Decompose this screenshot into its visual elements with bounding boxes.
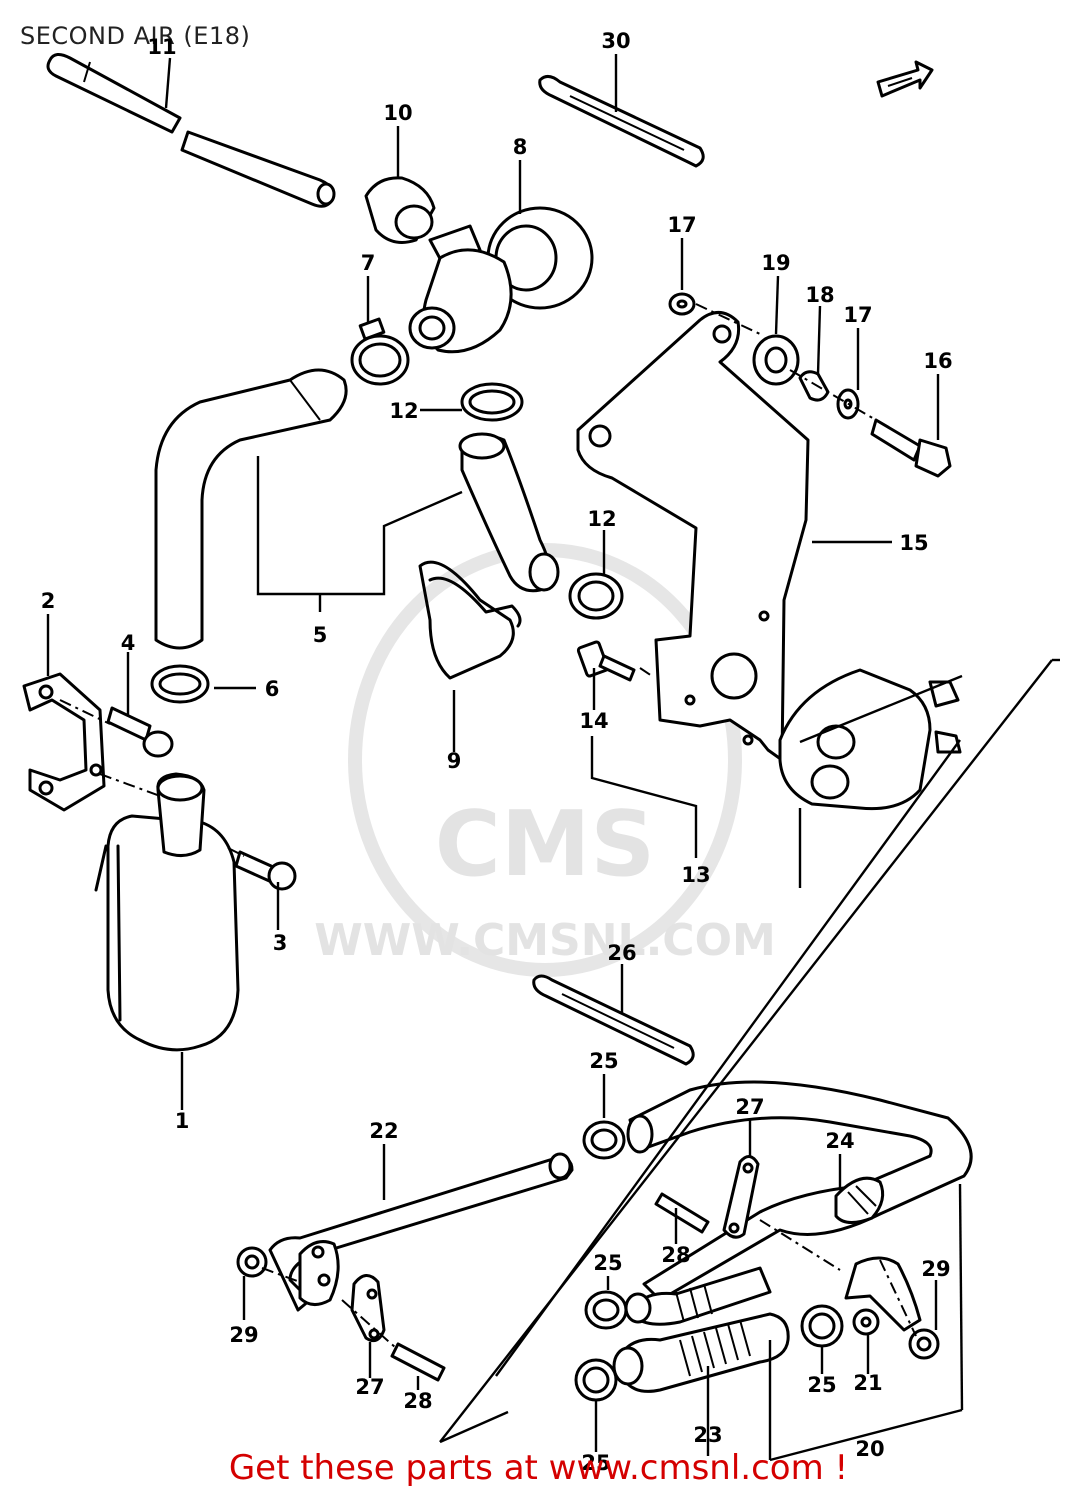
part-29-nut-left[interactable] [236, 1246, 268, 1278]
callout-28-lower: 28 [403, 1389, 432, 1413]
front-direction-arrow-icon [876, 60, 934, 98]
part-15-bracket[interactable] [576, 311, 810, 762]
part-9-clip[interactable] [418, 560, 522, 680]
callout-23: 23 [693, 1423, 722, 1447]
part-25-clamp-a[interactable] [582, 1120, 626, 1160]
part-24-pipe[interactable] [626, 1080, 973, 1302]
part-2-bracket[interactable] [22, 672, 106, 812]
callout-24: 24 [825, 1129, 854, 1153]
callout-10: 10 [383, 101, 412, 125]
part-20-pipe[interactable] [844, 1256, 922, 1332]
part-16-bolt[interactable] [870, 418, 952, 478]
part-5-hose[interactable] [154, 368, 348, 650]
cms-watermark: CMS WWW.CMSNL.COM [314, 543, 776, 977]
watermark-url: WWW.CMSNL.COM [314, 915, 776, 966]
callout-4: 4 [121, 631, 136, 655]
watermark-brand: CMS [435, 792, 655, 897]
part-12-clamp-upper[interactable] [460, 382, 524, 422]
callout-17-upper: 17 [667, 213, 696, 237]
callout-7: 7 [361, 251, 376, 275]
diagram-title: SECOND AIR (E18) [20, 22, 251, 50]
part-27-gasket-lower[interactable] [350, 1274, 386, 1343]
callout-27-upper: 27 [735, 1095, 764, 1119]
callout-25-c: 25 [581, 1451, 610, 1475]
part-29-nut-right[interactable] [908, 1328, 940, 1360]
callout-12-upper: 12 [389, 399, 418, 423]
part-3-screw[interactable] [234, 850, 297, 891]
callout-25-d: 25 [807, 1373, 836, 1397]
callout-13: 13 [681, 863, 710, 887]
alignment-lines [59, 303, 917, 1349]
callout-9: 9 [447, 749, 462, 773]
callout-30: 30 [601, 29, 630, 53]
part-22-pipe[interactable] [268, 1152, 574, 1312]
assembly-frame-lines [439, 658, 1060, 1462]
part-18-collar[interactable] [798, 370, 830, 402]
part-25-clamp-c[interactable] [574, 1358, 618, 1402]
callout-5: 5 [313, 623, 328, 647]
callout-21: 21 [853, 1371, 882, 1395]
callout-12-lower: 12 [587, 507, 616, 531]
callout-6: 6 [265, 677, 280, 701]
part-4-screw[interactable] [106, 706, 174, 758]
callout-29-right: 29 [921, 1257, 950, 1281]
callout-15: 15 [899, 531, 928, 555]
part-23-hose[interactable] [612, 1266, 790, 1393]
callout-3: 3 [273, 931, 288, 955]
part-8-reed-valve[interactable] [408, 206, 594, 354]
part-12-clamp-lower[interactable] [568, 572, 624, 620]
callout-25-a: 25 [589, 1049, 618, 1073]
callout-22: 22 [369, 1119, 398, 1143]
part-17-washer-upper[interactable] [668, 292, 696, 316]
part-1-air-box[interactable] [94, 772, 240, 1052]
callout-16: 16 [923, 349, 952, 373]
part-28-stud-upper[interactable] [654, 1192, 710, 1234]
callout-8: 8 [513, 135, 528, 159]
part-7-clamp[interactable] [350, 317, 410, 386]
callout-26: 26 [607, 941, 636, 965]
part-21-washer[interactable] [852, 1308, 880, 1336]
part-5-elbow-hose[interactable] [458, 432, 560, 593]
part-19-grommet[interactable] [752, 334, 800, 386]
part-28-stud-lower[interactable] [390, 1342, 446, 1382]
part-11-hose[interactable] [46, 53, 336, 208]
callout-14: 14 [579, 709, 608, 733]
callout-18: 18 [805, 283, 834, 307]
callout-2: 2 [41, 589, 56, 613]
footer-link[interactable]: Get these parts at www.cmsnl.com ! [228, 1448, 849, 1488]
callout-20: 20 [855, 1437, 884, 1461]
part-25-clamp-b[interactable] [584, 1290, 628, 1330]
callout-17-lower: 17 [843, 303, 872, 327]
callout-19: 19 [761, 251, 790, 275]
callout-28-upper: 28 [661, 1243, 690, 1267]
callout-11: 11 [147, 35, 176, 59]
part-26-strap[interactable] [532, 974, 695, 1066]
part-6-clamp[interactable] [150, 664, 210, 704]
part-25-clamp-d[interactable] [800, 1304, 844, 1348]
part-10-cap[interactable] [364, 176, 436, 244]
callout-1: 1 [175, 1109, 190, 1133]
callout-25-b: 25 [593, 1251, 622, 1275]
callout-labels: 11 30 10 8 17 19 7 18 17 16 12 12 15 2 5… [41, 29, 953, 1475]
part-30-strap[interactable] [538, 75, 705, 168]
callout-27-lower: 27 [355, 1375, 384, 1399]
part-27-gasket-upper[interactable] [722, 1155, 760, 1239]
part-14-bolt[interactable] [576, 640, 636, 682]
leader-lines [46, 54, 940, 1460]
callout-29-left: 29 [229, 1323, 258, 1347]
